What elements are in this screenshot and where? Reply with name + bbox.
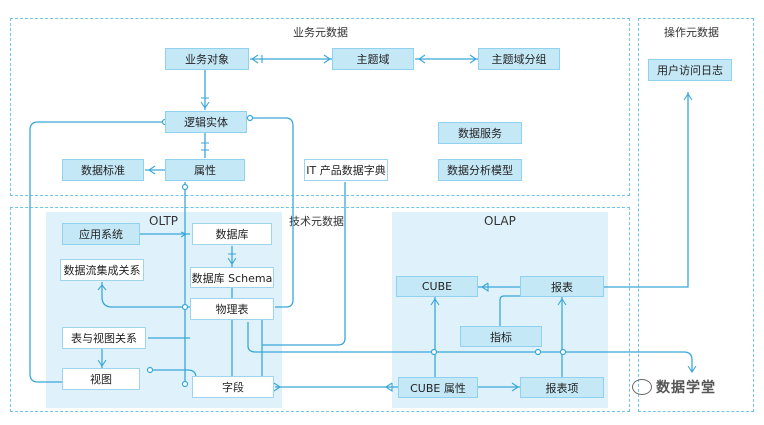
- node-schema[interactable]: 数据库 Schema: [190, 267, 274, 288]
- node-report[interactable]: 报表: [520, 276, 604, 297]
- edge-metric-report: [499, 295, 520, 326]
- business-metadata-region: [10, 18, 630, 196]
- node-cube-attribute[interactable]: CUBE 属性: [398, 377, 478, 398]
- node-data-standard[interactable]: 数据标准: [62, 159, 144, 181]
- watermark: 数据学堂: [632, 377, 716, 397]
- edge-physical-accesslog: [247, 322, 693, 372]
- edge-report-accesslog: [604, 92, 689, 288]
- node-report-item[interactable]: 报表项: [520, 377, 604, 398]
- node-field[interactable]: 字段: [192, 376, 274, 398]
- node-database[interactable]: 数据库: [192, 223, 272, 245]
- node-logical-entity[interactable]: 逻辑实体: [165, 111, 247, 133]
- technical-metadata-region: [10, 207, 630, 412]
- node-metric[interactable]: 指标: [460, 326, 542, 347]
- node-view[interactable]: 视图: [62, 368, 140, 390]
- operational-metadata-title: 操作元数据: [664, 26, 719, 39]
- watermark-text: 数据学堂: [656, 380, 716, 396]
- node-business-object[interactable]: 业务对象: [165, 48, 249, 70]
- business-metadata-title: 业务元数据: [293, 26, 348, 39]
- wechat-icon: [632, 379, 652, 395]
- edge-entity-physical-loop: [248, 117, 294, 308]
- node-subject-area[interactable]: 主题域: [332, 48, 414, 70]
- node-table-view-relation[interactable]: 表与视图关系: [62, 327, 146, 349]
- operational-metadata-region: [638, 18, 754, 412]
- node-dataflow[interactable]: 数据流集成关系: [60, 259, 144, 281]
- node-attribute[interactable]: 属性: [165, 159, 245, 181]
- node-cube[interactable]: CUBE: [396, 276, 478, 297]
- olap-title: OLAP: [484, 214, 516, 228]
- node-user-access-log[interactable]: 用户访问日志: [648, 59, 732, 81]
- edge-dataflow-physical: [101, 282, 190, 308]
- edge-entity-view-loop: [29, 121, 165, 383]
- node-it-dictionary[interactable]: IT 产品数据字典: [304, 159, 388, 181]
- node-data-service[interactable]: 数据服务: [438, 122, 522, 144]
- edge-dictionary-technical: [262, 182, 346, 346]
- technical-metadata-title: 技术元数据: [289, 215, 344, 228]
- node-physical-table[interactable]: 物理表: [190, 298, 274, 320]
- node-analysis-model[interactable]: 数据分析模型: [438, 159, 522, 181]
- node-subject-group[interactable]: 主题域分组: [478, 48, 560, 70]
- node-app-system[interactable]: 应用系统: [62, 223, 140, 245]
- oltp-title: OLTP: [149, 214, 179, 228]
